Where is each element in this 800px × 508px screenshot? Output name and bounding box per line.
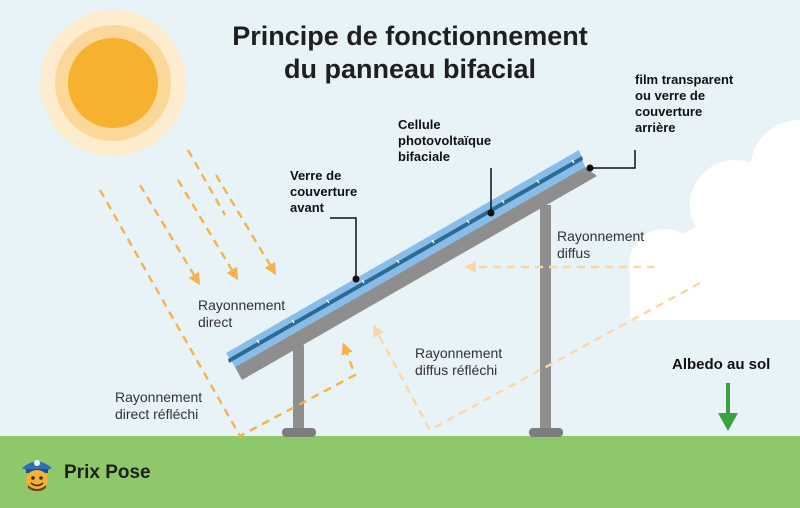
direct-reflected-ray-label: Rayonnement direct réfléchi [115, 389, 203, 422]
bifacial-panel [226, 150, 597, 380]
direct-ray-label: Rayonnement direct [198, 297, 286, 330]
brand-logo[interactable]: Prix Pose [20, 455, 151, 491]
title-line-2: du panneau bifacial [283, 54, 537, 84]
callout-dots [352, 164, 594, 283]
bifacial-cell-label: Cellule photovoltaïque bifaciale [398, 117, 492, 164]
brand-name: Prix Pose [64, 462, 151, 483]
rear-glass-label: film transparent ou verre de couverture … [635, 72, 734, 135]
diffuse-ray-label: Rayonnement diffus [557, 228, 645, 261]
albedo-down-arrow-icon [718, 383, 738, 431]
albedo-label: Albedo au sol [672, 356, 771, 373]
direct-rays [138, 149, 277, 286]
ground [0, 436, 800, 508]
callout-leaders [330, 150, 636, 278]
title-line-1: Principe de fonctionnement [232, 21, 588, 51]
diffuse-rays [373, 261, 701, 432]
mascot-logo-icon [22, 460, 52, 491]
diffuse-reflected-ray-label: Rayonnement diffus réfléchi [415, 345, 503, 378]
cloud-icon [629, 120, 800, 320]
page-title: Principe de fonctionnement du panneau bi… [200, 20, 620, 86]
front-glass-label: Verre de couverture avant [290, 168, 358, 215]
direct-reflected-ray [98, 189, 357, 438]
panel-support [282, 205, 563, 437]
sun-icon [40, 10, 186, 156]
